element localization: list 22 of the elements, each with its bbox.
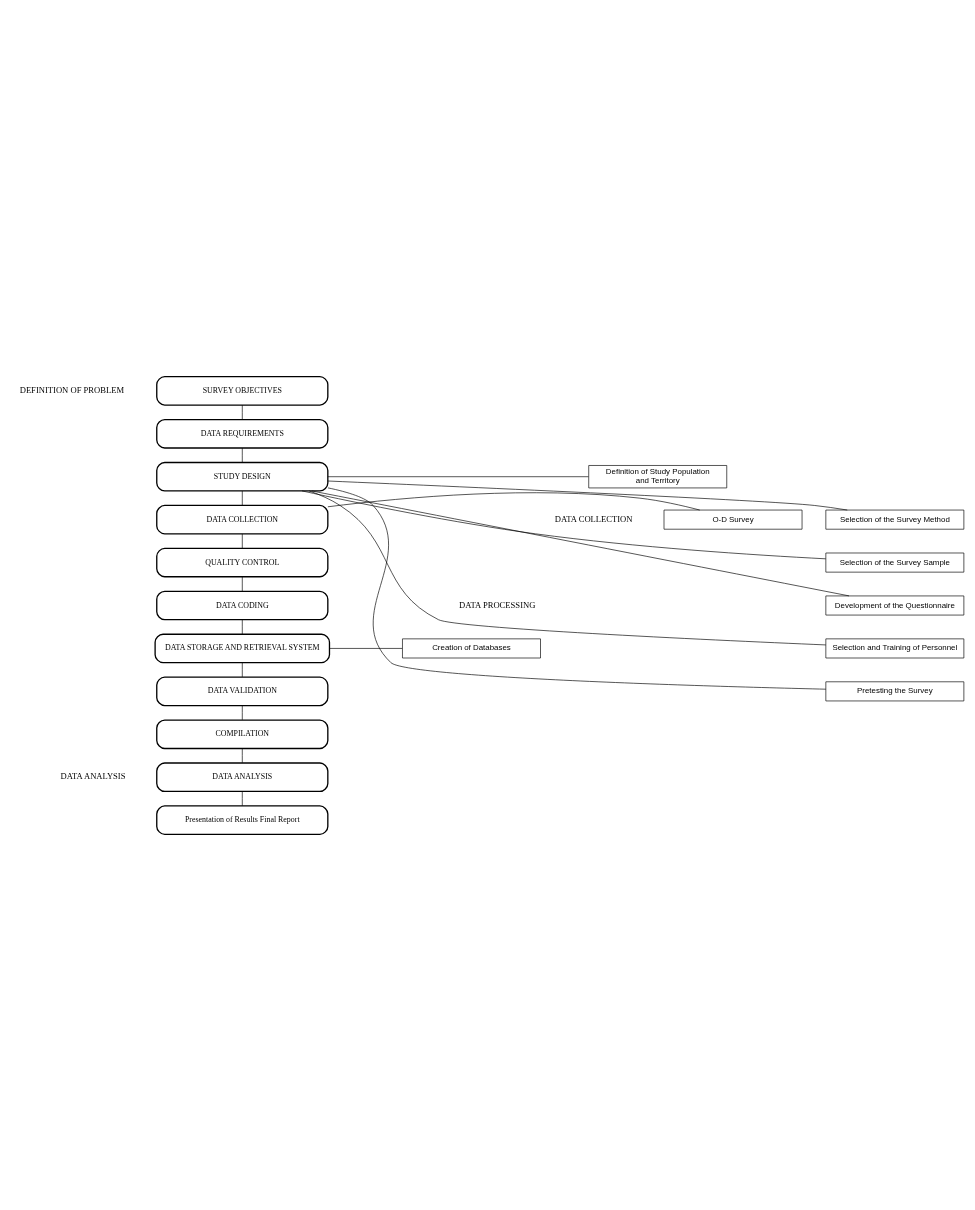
connector	[241, 704, 243, 720]
connector	[241, 490, 243, 505]
connector	[241, 447, 243, 463]
connector	[329, 647, 403, 649]
connector	[241, 790, 243, 806]
connector	[308, 490, 827, 645]
label: DEFINITION OF PROBLEM	[19, 384, 125, 395]
connector	[241, 747, 243, 763]
connector	[327, 480, 848, 510]
connector	[301, 490, 827, 559]
label: DATA COLLECTION	[554, 513, 633, 524]
connector	[241, 404, 243, 420]
connector	[311, 490, 850, 596]
connector	[241, 576, 243, 591]
connector	[241, 661, 243, 677]
connector	[327, 487, 827, 690]
connector	[241, 533, 243, 548]
label: DATA ANALYSIS	[60, 770, 126, 781]
connector	[327, 475, 589, 477]
connector	[241, 618, 243, 634]
connector	[327, 491, 701, 510]
label: DATA PROCESSING	[459, 599, 536, 610]
